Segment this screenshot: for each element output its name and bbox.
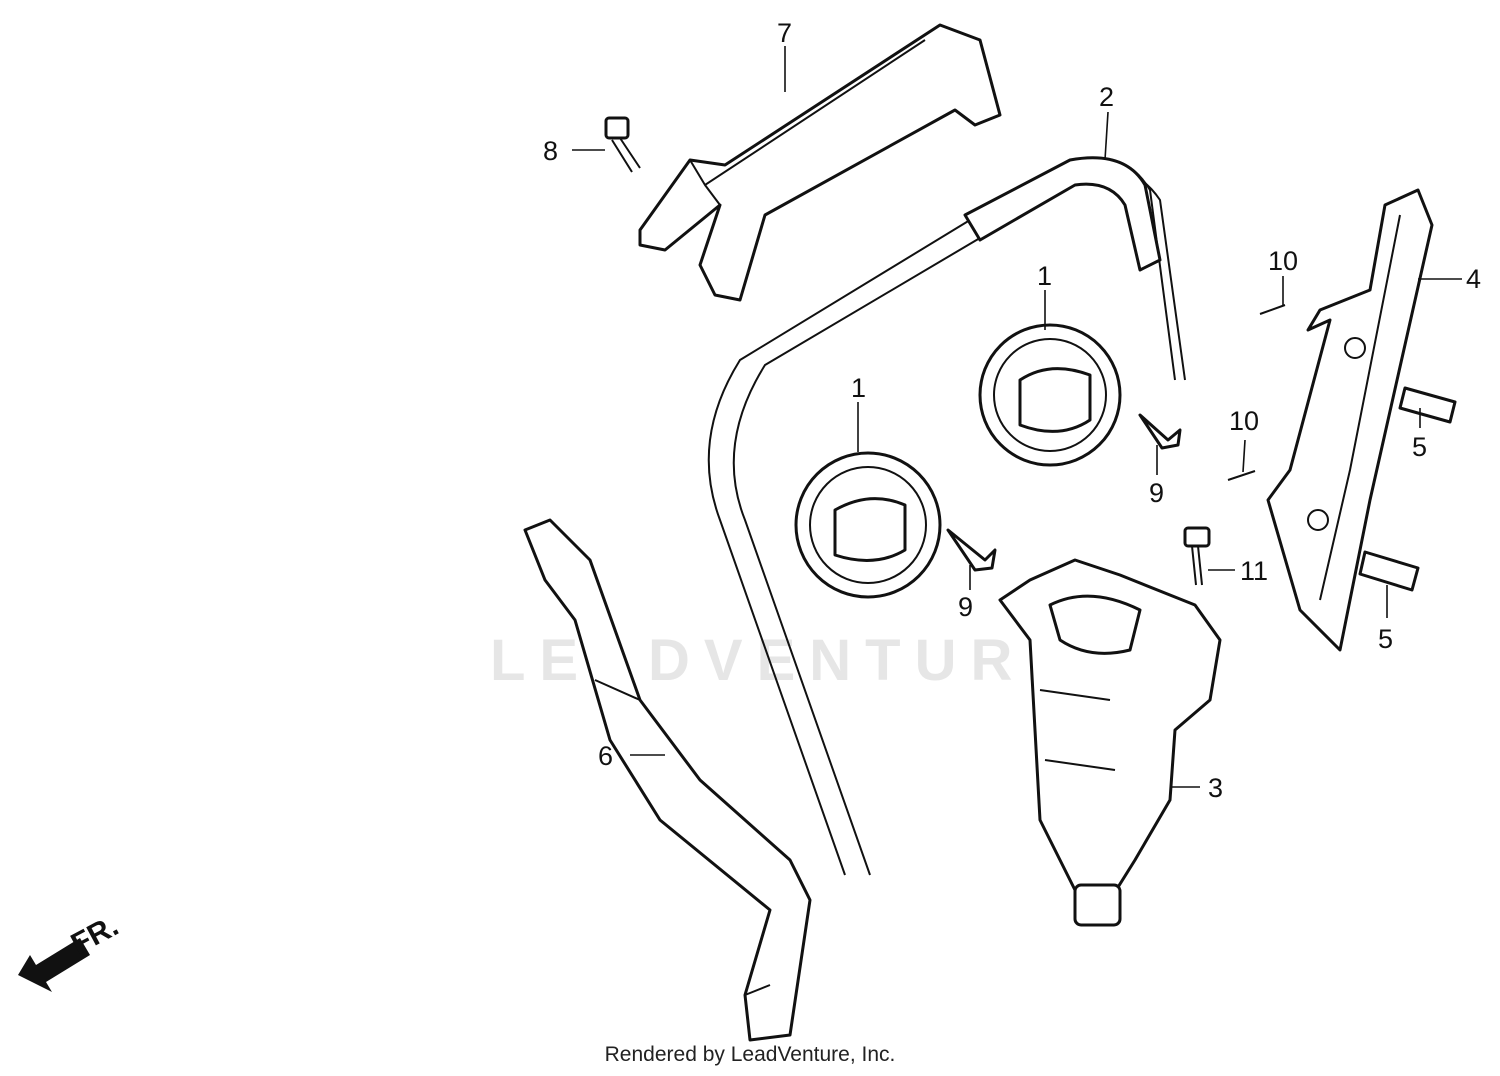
callout-8: 8 bbox=[543, 136, 558, 166]
callout-1-lower: 1 bbox=[851, 373, 866, 403]
callout-9-upper: 9 bbox=[1149, 478, 1164, 508]
direction-arrow: FR. bbox=[18, 909, 124, 992]
part-5-bolt-upper bbox=[1398, 386, 1457, 424]
part-11-bolt bbox=[1183, 526, 1211, 586]
part-2-cam-chain bbox=[707, 156, 1186, 876]
watermark: LEADVENTURE bbox=[490, 628, 1079, 693]
callout-3: 3 bbox=[1208, 773, 1223, 803]
leader-lines bbox=[572, 46, 1462, 788]
callout-10-lower: 10 bbox=[1229, 406, 1259, 436]
footer-credit: Rendered by LeadVenture, Inc. bbox=[0, 1043, 1500, 1067]
callout-1-upper: 1 bbox=[1037, 261, 1052, 291]
part-10-pin-lower bbox=[1227, 470, 1256, 481]
part-1-sprocket-upper bbox=[978, 323, 1122, 467]
callouts: 7 8 2 1 1 10 4 5 9 10 9 11 5 6 3 bbox=[543, 18, 1481, 803]
callout-2: 2 bbox=[1099, 82, 1114, 112]
part-8-bolt bbox=[604, 116, 641, 173]
callout-10-upper: 10 bbox=[1268, 246, 1298, 276]
callout-5-lower: 5 bbox=[1378, 624, 1393, 654]
callout-7: 7 bbox=[777, 18, 792, 48]
part-9-bolt-upper bbox=[1138, 413, 1182, 450]
callout-9-lower: 9 bbox=[958, 592, 973, 622]
footer-text: Rendered by LeadVenture, Inc. bbox=[604, 1043, 896, 1066]
part-4-tensioner-guide bbox=[1266, 188, 1434, 652]
callout-11: 11 bbox=[1240, 556, 1268, 586]
callout-5-upper: 5 bbox=[1412, 432, 1427, 462]
part-1-sprocket-lower bbox=[794, 451, 942, 599]
part-6-chain-guide bbox=[523, 518, 812, 1042]
part-10-pin-upper bbox=[1259, 304, 1286, 315]
part-9-bolt-lower bbox=[946, 528, 997, 572]
part-7-guide-bracket bbox=[638, 23, 1002, 302]
callout-6: 6 bbox=[598, 741, 613, 771]
arrow-left-down-icon bbox=[18, 938, 90, 992]
part-5-bolt-lower bbox=[1358, 550, 1420, 592]
part-3-tensioner bbox=[998, 558, 1222, 927]
callout-4: 4 bbox=[1466, 264, 1481, 294]
